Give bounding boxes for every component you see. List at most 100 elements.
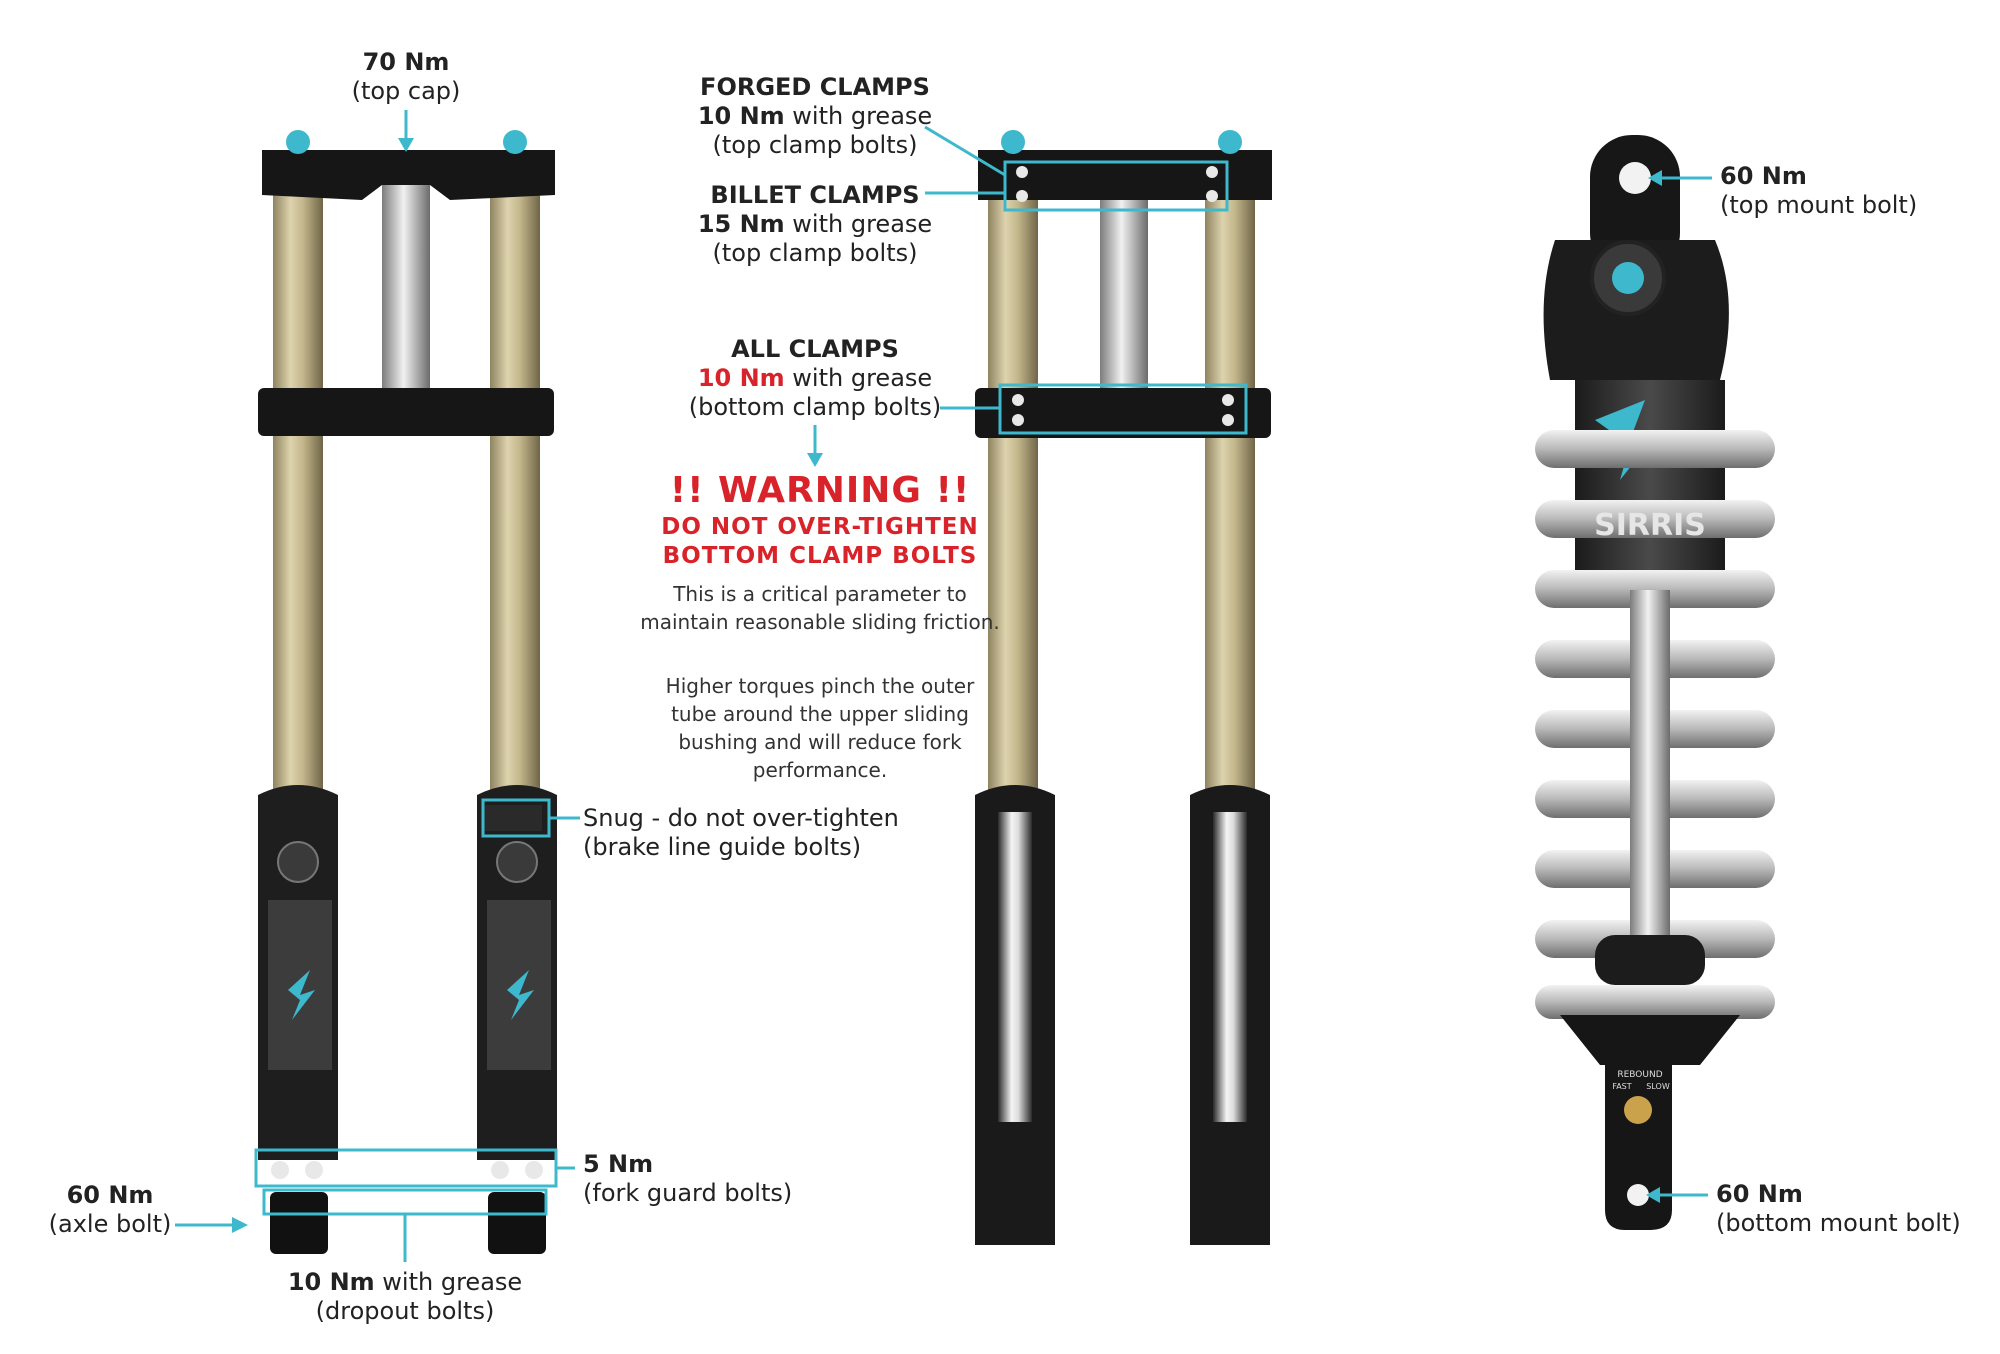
fork-guard-bolt bbox=[525, 1161, 543, 1179]
bump-stop bbox=[1595, 935, 1705, 985]
right-logo-badge-icon bbox=[496, 841, 538, 883]
left-stanchion bbox=[273, 165, 323, 805]
label-billet-clamps: BILLET CLAMPS 15 Nm with grease (top cla… bbox=[665, 181, 965, 268]
top-cap-right bbox=[503, 130, 527, 154]
torque-note: (brake line guide bolts) bbox=[583, 833, 862, 861]
left-bolt-logo-icon bbox=[288, 970, 315, 1020]
torque-value: 70 Nm bbox=[362, 48, 450, 76]
rebound-knob bbox=[1624, 1096, 1652, 1124]
label-fork-guard: 5 Nm (fork guard bolts) bbox=[583, 1150, 792, 1208]
torque-value: 10 Nm bbox=[287, 1268, 375, 1296]
top-cap-right bbox=[1218, 130, 1242, 154]
torque-value: 60 Nm bbox=[66, 1181, 154, 1209]
torque-note: (top mount bolt) bbox=[1720, 191, 1918, 219]
right-dropout bbox=[488, 1192, 546, 1254]
left-dropout bbox=[270, 1192, 328, 1254]
right-stanchion bbox=[1205, 165, 1255, 805]
highlight-top-clamp bbox=[1003, 160, 1229, 212]
torque-suffix: with grease bbox=[784, 210, 933, 238]
right-bolt-logo-icon bbox=[507, 970, 534, 1020]
brake-line-guide bbox=[484, 805, 542, 831]
steerer-tube bbox=[382, 185, 430, 390]
label-axle: 60 Nm (axle bolt) bbox=[30, 1181, 190, 1239]
label-bottom-mount: 60 Nm (bottom mount bolt) bbox=[1716, 1180, 1961, 1238]
fork-guard-bolt bbox=[271, 1161, 289, 1179]
shock-shaft bbox=[1630, 590, 1670, 970]
adjuster-knob bbox=[1612, 262, 1644, 294]
warning-line-1: DO NOT OVER-TIGHTEN bbox=[661, 514, 979, 540]
steerer-tube bbox=[1100, 185, 1148, 390]
clamp-bolt bbox=[1012, 414, 1024, 426]
left-logo-badge-icon bbox=[277, 841, 319, 883]
shock-brand-text: SIRRIS bbox=[1594, 508, 1706, 543]
rear-shock bbox=[1535, 135, 1775, 1230]
torque-value: 60 Nm bbox=[1716, 1180, 1803, 1208]
torque-value: 15 Nm bbox=[697, 210, 785, 238]
fork-rear-view bbox=[975, 130, 1272, 1245]
label-all-clamps: ALL CLAMPS 10 Nm with grease (bottom cla… bbox=[665, 335, 965, 422]
fork-front-view bbox=[254, 130, 558, 1254]
top-cap-left bbox=[1001, 130, 1025, 154]
torque-value: 10 Nm bbox=[697, 102, 785, 130]
label-forged-clamps: FORGED CLAMPS 10 Nm with grease (top cla… bbox=[665, 73, 965, 160]
label-dropout: 10 Nm with grease (dropout bolts) bbox=[255, 1268, 555, 1326]
bottom-crown bbox=[258, 388, 554, 436]
clamp-bolt bbox=[1206, 190, 1218, 202]
bottom-crown bbox=[975, 388, 1271, 438]
clamp-bolt bbox=[1206, 166, 1218, 178]
torque-note: (fork guard bolts) bbox=[583, 1179, 793, 1207]
warning-subtitle: DO NOT OVER-TIGHTEN BOTTOM CLAMP BOLTS bbox=[620, 513, 1020, 571]
torque-note: (top cap) bbox=[351, 77, 461, 105]
torque-suffix: with grease bbox=[374, 1268, 523, 1296]
arrowhead-all-clamps bbox=[807, 453, 823, 467]
right-lower-shine bbox=[1213, 812, 1247, 1122]
top-mount-hole bbox=[1619, 162, 1651, 194]
shock-body bbox=[1575, 380, 1725, 590]
clamp-bolt bbox=[1016, 166, 1028, 178]
clamp-bolt bbox=[1016, 190, 1028, 202]
torque-note: (bottom mount bolt) bbox=[1716, 1209, 1961, 1237]
torque-note: (top clamp bolts) bbox=[712, 131, 918, 159]
warning-title: !! WARNING !! bbox=[669, 470, 971, 511]
clamp-bolt bbox=[1222, 414, 1234, 426]
warning-paragraph-2: Higher torques pinch the outer tube arou… bbox=[665, 674, 975, 782]
torque-suffix: with grease bbox=[784, 364, 933, 392]
torque-note: (top clamp bolts) bbox=[712, 239, 918, 267]
torque-note: (dropout bolts) bbox=[315, 1297, 495, 1325]
torque-note: (axle bolt) bbox=[48, 1210, 172, 1238]
clamp-type-title: ALL CLAMPS bbox=[731, 335, 899, 363]
leader-forged-clamps bbox=[924, 125, 1006, 177]
label-top-mount: 60 Nm (top mount bolt) bbox=[1720, 162, 1917, 220]
torque-value: 10 Nm bbox=[697, 364, 785, 392]
rebound-fast-label: FAST bbox=[1612, 1082, 1631, 1091]
bottom-mount-hole bbox=[1627, 1184, 1649, 1206]
warning-paragraph-1: This is a critical parameter to maintain… bbox=[640, 582, 1000, 634]
clamp-type-title: FORGED CLAMPS bbox=[700, 73, 930, 101]
torque-suffix: with grease bbox=[784, 102, 933, 130]
fork-guard-bolt bbox=[305, 1161, 323, 1179]
arrowhead-bottom-mount bbox=[1646, 1187, 1660, 1203]
top-cap-left bbox=[286, 130, 310, 154]
label-top-cap: 70 Nm (top cap) bbox=[306, 48, 506, 106]
clamp-bolt bbox=[1012, 394, 1024, 406]
torque-value: Snug - do not over-tighten bbox=[583, 804, 899, 832]
lower-eyelet bbox=[1560, 1015, 1740, 1230]
top-crown bbox=[262, 150, 555, 200]
leader-lines bbox=[175, 110, 1712, 1262]
right-stanchion bbox=[490, 165, 540, 805]
torque-value: 60 Nm bbox=[1720, 162, 1807, 190]
clamp-bolt bbox=[1222, 394, 1234, 406]
arrowhead-top-cap bbox=[398, 138, 414, 152]
rebound-label: REBOUND bbox=[1617, 1070, 1662, 1080]
torque-note: (bottom clamp bolts) bbox=[688, 393, 942, 421]
label-brake-guide: Snug - do not over-tighten (brake line g… bbox=[583, 804, 899, 862]
rebound-slow-label: SLOW bbox=[1646, 1082, 1670, 1091]
clamp-type-title: BILLET CLAMPS bbox=[710, 181, 920, 209]
left-stanchion bbox=[988, 165, 1038, 805]
fork-guard-bolt bbox=[491, 1161, 509, 1179]
arrowhead-top-mount bbox=[1648, 170, 1662, 186]
warning-line-2: BOTTOM CLAMP BOLTS bbox=[662, 543, 978, 569]
torque-value: 5 Nm bbox=[583, 1150, 654, 1178]
